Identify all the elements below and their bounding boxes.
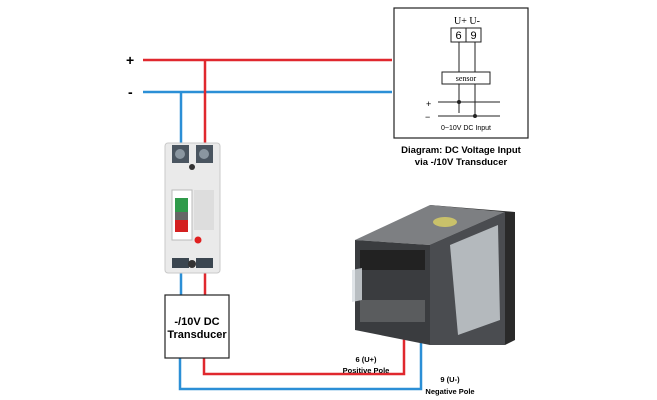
minus-label: - — [128, 84, 133, 100]
transducer-label-line1: -/10V DC — [174, 316, 219, 328]
negative-wire-sublabel: Negative Pole — [425, 387, 474, 396]
inset-plus: + — [426, 99, 431, 109]
input-label: 0~10V DC Input — [441, 125, 491, 132]
terminal-6: 6 — [455, 30, 461, 42]
caption-line1: Diagram: DC Voltage Input — [401, 145, 521, 156]
plus-label: + — [126, 52, 134, 68]
terminal-9: 9 — [470, 30, 476, 42]
inset-minus: − — [425, 112, 430, 122]
circuit-breaker — [164, 142, 221, 274]
transducer-box — [164, 294, 230, 359]
sensor-label: sensor — [456, 74, 477, 83]
meter-device — [352, 205, 515, 345]
inset-schematic: U+ U- 6 9 sensor + − 0~10V DC Input — [393, 7, 529, 139]
transducer-label-line2: Transducer — [167, 329, 227, 341]
terminal-labels: U+ U- — [454, 16, 480, 27]
positive-wire-label: 6 (U+) — [355, 355, 377, 364]
caption-line2: via -/10V Transducer — [415, 157, 508, 168]
positive-wire-sublabel: Positive Pole — [343, 366, 390, 375]
negative-wire-meter — [178, 330, 423, 391]
positive-wire-meter — [202, 330, 406, 376]
negative-wire-label: 9 (U-) — [440, 375, 460, 384]
